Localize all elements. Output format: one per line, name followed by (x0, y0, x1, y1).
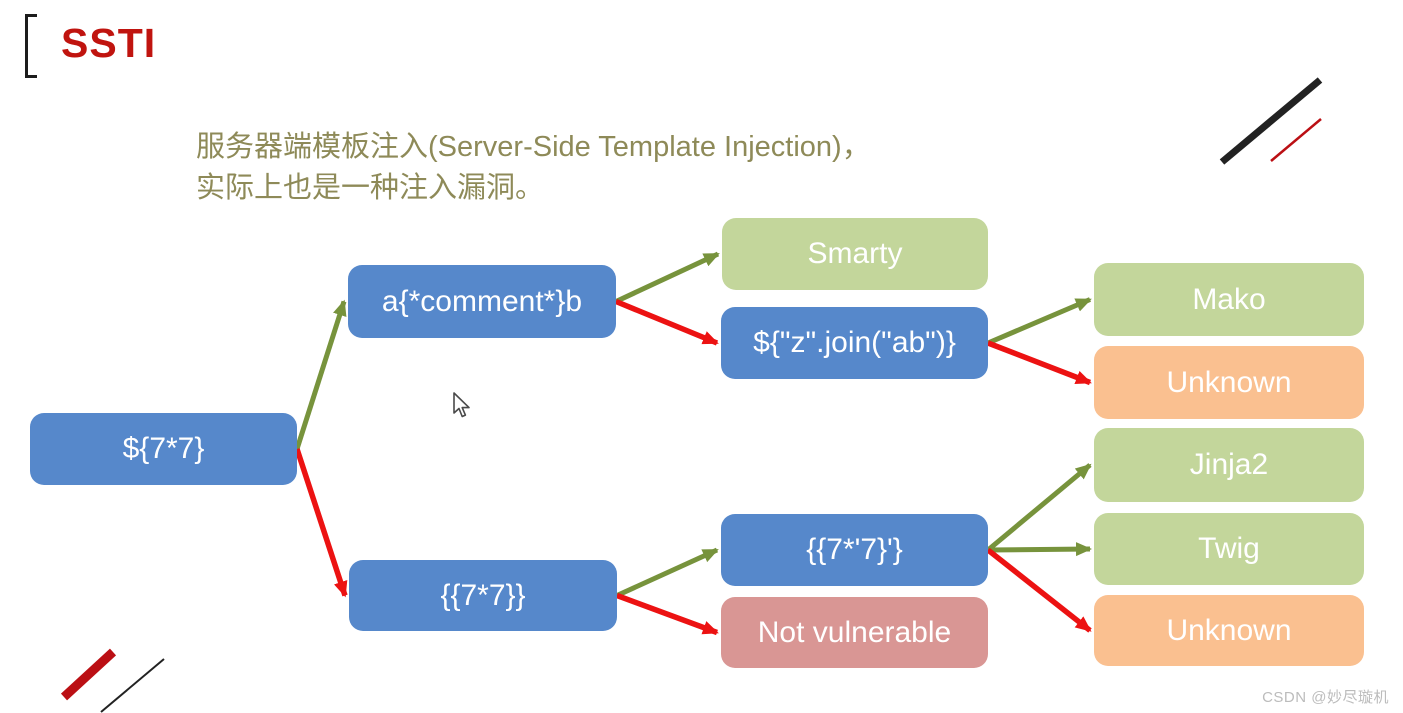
description-line-2: 实际上也是一种注入漏洞。 (196, 172, 545, 204)
node-engine-jinja2: Jinja2 (1094, 428, 1364, 502)
edge-success-comment_test-smarty (614, 251, 720, 304)
edge-fail-comment_test-z_join (614, 298, 719, 346)
node-engine-smarty: Smarty (722, 218, 988, 290)
node-engine-twig: Twig (1094, 513, 1364, 585)
node-engine-mako: Mako (1094, 263, 1364, 336)
watermark: CSDN @妙尽璇机 (1262, 689, 1389, 706)
edge-success-root-comment_test (294, 299, 347, 450)
edge-success-curly_test-quote_test (615, 547, 719, 598)
node-payload-comment-test: a{*comment*}b (348, 265, 616, 338)
edge-success-quote_test-jinja2 (986, 463, 1092, 552)
description: 服务器端模板注入(Server-Side Template Injection)… (196, 127, 871, 209)
node-payload-root: ${7*7} (30, 413, 297, 485)
mouse-cursor (453, 392, 470, 418)
description-line-1: 服务器端模板注入(Server-Side Template Injection)… (196, 131, 871, 163)
edge-fail-curly_test-not_vulnerable (616, 592, 719, 636)
edge-success-quote_test-twig (987, 542, 1092, 557)
title-bracket (25, 14, 37, 78)
node-payload-quote-test: {{7*'7}'} (721, 514, 988, 586)
edge-fail-quote_test-unknown_bottom (986, 547, 1092, 633)
node-payload-z-join: ${"z".join("ab")} (721, 307, 988, 379)
decor-line-red-bottom-left (60, 648, 117, 701)
decor-line-black-top-right (1219, 77, 1323, 165)
decor-line-black-bottom-left (100, 658, 165, 713)
edge-fail-z_join-unknown_top (987, 340, 1092, 386)
page-title: SSTI (61, 20, 157, 66)
node-unknown-top: Unknown (1094, 346, 1364, 419)
node-not-vulnerable: Not vulnerable (721, 597, 988, 668)
node-payload-curly-test: {{7*7}} (349, 560, 617, 631)
edge-success-z_join-mako (987, 297, 1092, 346)
decor-line-red-top-right (1270, 118, 1322, 162)
edge-fail-root-curly_test (294, 448, 348, 598)
node-unknown-bottom: Unknown (1094, 595, 1364, 666)
